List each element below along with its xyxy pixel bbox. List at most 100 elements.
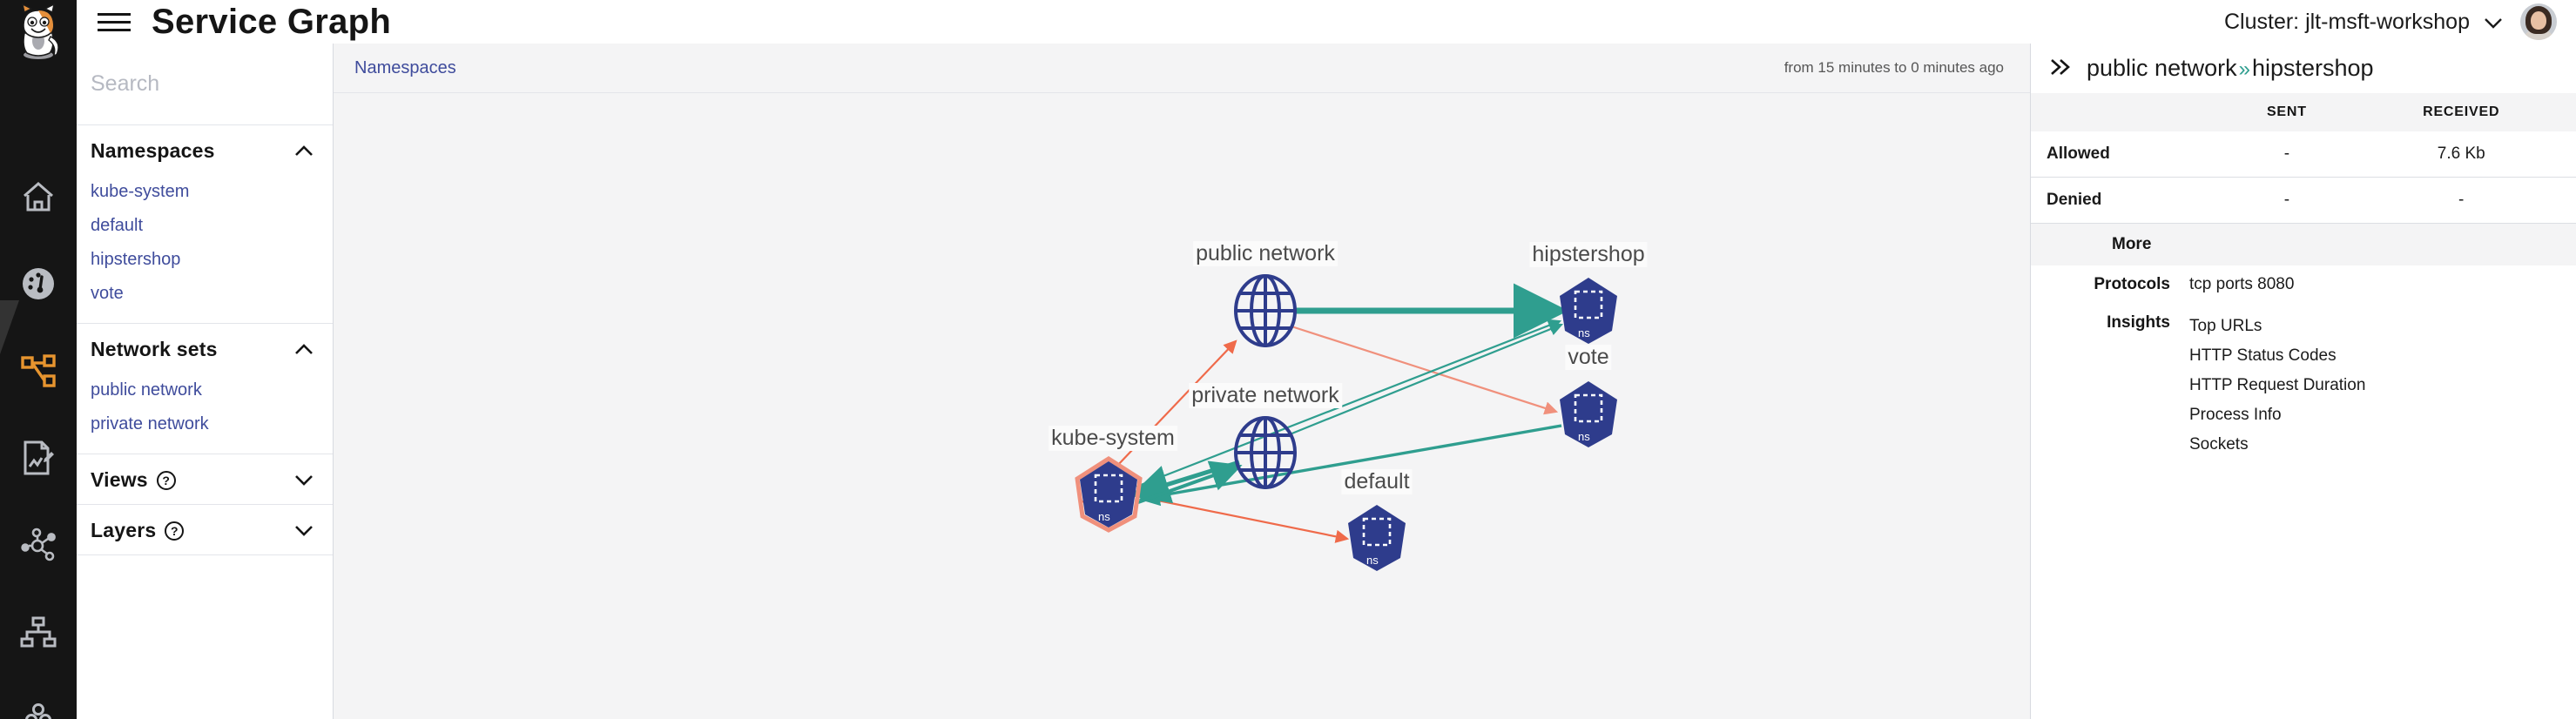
hamburger-menu-icon[interactable] [98,12,131,31]
section-header-layers[interactable]: Layers ? [77,505,333,554]
section-title-network-sets: Network sets [91,338,218,360]
node-label-kube-system[interactable]: kube-system [1049,426,1177,451]
cluster-nodes-icon [19,702,57,719]
search-input[interactable] [91,71,371,97]
ns-badge-kube-system: ns [1098,510,1110,523]
node-label-hipstershop[interactable]: hipstershop [1529,242,1648,267]
graph-canvas[interactable]: public network private network hipstersh… [334,93,2030,719]
chevron-up-icon[interactable] [294,344,314,355]
rail-item-policies[interactable] [0,414,77,501]
rail-item-home[interactable] [0,153,77,240]
rail-item-list [0,153,77,719]
help-circle-icon[interactable]: ? [165,521,185,541]
insight-item-http-request-duration[interactable]: HTTP Request Duration [2189,376,2366,394]
graph-node-vote [1560,381,1617,447]
graph-node-kube-system [1075,456,1143,533]
calico-cat-logo[interactable] [12,3,64,61]
namespace-heptagon [1560,381,1617,447]
top-bar-right: Cluster: jlt-msft-workshop [2224,3,2557,40]
section-header-views[interactable]: Views ? [77,454,333,504]
insight-item-process-info[interactable]: Process Info [2189,406,2282,424]
edge-public-network-to-vote [1291,325,1559,415]
help-circle-icon[interactable]: ? [156,470,176,490]
detail-title-target: hipstershop [2251,55,2374,81]
namespace-heptagon [1560,278,1617,344]
cluster-selector-label: Cluster: jlt-msft-workshop [2224,9,2470,34]
policies-document-edit-icon [21,440,56,476]
graph-node-hipstershop [1560,278,1617,344]
protocols-value: tcp ports 8080 [2189,275,2295,293]
node-label-default[interactable]: default [1341,469,1413,494]
column-header-sent: SENT [2227,93,2347,131]
section-layers: Layers ? [77,505,333,555]
traffic-table: SENT RECEIVED Allowed - 7.6 Kb Denied - … [2031,93,2576,224]
more-section-header[interactable]: More [2031,224,2576,265]
graph-node-default [1348,505,1406,571]
namespace-item-default[interactable]: default [91,216,144,235]
section-network-sets: Network sets public network private netw… [77,324,333,454]
rail-item-service-graph[interactable] [0,327,77,414]
insight-item-http-status-codes[interactable]: HTTP Status Codes [2189,346,2337,365]
service-graph-icon [20,353,57,388]
section-header-network-sets[interactable]: Network sets [77,324,333,373]
breadcrumb[interactable]: Namespaces [354,57,456,77]
home-icon [21,180,56,213]
row-label-denied: Denied [2031,177,2228,224]
namespace-heptagon [1348,505,1406,571]
filter-panel: Namespaces kube-system default hipstersh… [77,44,431,719]
chevron-up-icon[interactable] [294,145,314,157]
graph-node-private-network [1234,416,1297,489]
node-label-private-network[interactable]: private network [1189,383,1342,408]
ns-badge-vote: ns [1578,430,1590,443]
edge-kube-system-to-hipstershop [1136,319,1562,488]
graph-node-public-network [1234,274,1297,347]
insights-row: Insights Top URLs HTTP Status Codes HTTP… [2031,294,2576,461]
namespace-item-vote[interactable]: vote [91,284,124,303]
detail-panel: public network » hipstershop SENT RECEIV… [2031,44,2576,719]
table-row: Allowed - 7.6 Kb [2031,131,2576,178]
edge-kube-system-to-default [1136,494,1350,543]
edge-kube-system-to-private-network [1137,460,1243,504]
search-row [77,44,431,125]
edge-private-network-to-hipstershop [1289,322,1564,436]
detail-title-source: public network [2087,55,2237,81]
chevron-down-icon[interactable] [294,525,314,536]
globe-icon [1234,416,1297,489]
row-label-allowed: Allowed [2031,131,2228,178]
rail-item-hierarchy[interactable] [0,588,77,675]
rail-item-dashboard[interactable] [0,240,77,327]
column-header-blank [2031,93,2228,131]
section-body-network-sets: public network private network [77,373,333,454]
chevrons-right-icon[interactable] [2047,57,2073,80]
top-bar: Service Graph Cluster: jlt-msft-workshop [77,0,2576,44]
networkset-item-public-network[interactable]: public network [91,380,202,400]
chevron-down-icon[interactable] [294,474,314,486]
rail-item-threat-feeds[interactable] [0,501,77,588]
graph-area: Namespaces from 15 minutes to 0 minutes … [334,44,2031,719]
detail-panel-title: public network » hipstershop [2087,55,2374,82]
namespace-item-kube-system[interactable]: kube-system [91,182,190,201]
section-views: Views ? [77,454,333,505]
graph-edges [1082,283,1568,543]
rail-item-nodes[interactable] [0,675,77,719]
insight-item-top-urls[interactable]: Top URLs [2189,317,2262,335]
column-header-received: RECEIVED [2346,93,2576,131]
cluster-selector[interactable]: Cluster: jlt-msft-workshop [2224,10,2503,35]
node-label-public-network[interactable]: public network [1193,241,1338,266]
network-nodes-icon [19,527,57,562]
ns-badge-default: ns [1366,554,1379,567]
icon-rail [0,0,77,719]
cell-denied-sent: - [2227,177,2347,224]
section-body-namespaces: kube-system default hipstershop vote [77,175,333,323]
chevron-down-icon [2484,10,2503,35]
graph-header: Namespaces from 15 minutes to 0 minutes … [334,44,2030,93]
globe-icon [1234,274,1297,347]
detail-panel-header: public network » hipstershop [2031,44,2576,93]
networkset-item-private-network[interactable]: private network [91,414,209,433]
insight-item-sockets[interactable]: Sockets [2189,435,2249,454]
namespace-item-hipstershop[interactable]: hipstershop [91,250,181,269]
section-header-namespaces[interactable]: Namespaces [77,125,333,175]
node-label-vote[interactable]: vote [1565,345,1612,370]
avatar[interactable] [2520,3,2557,40]
page-title: Service Graph [152,2,392,41]
